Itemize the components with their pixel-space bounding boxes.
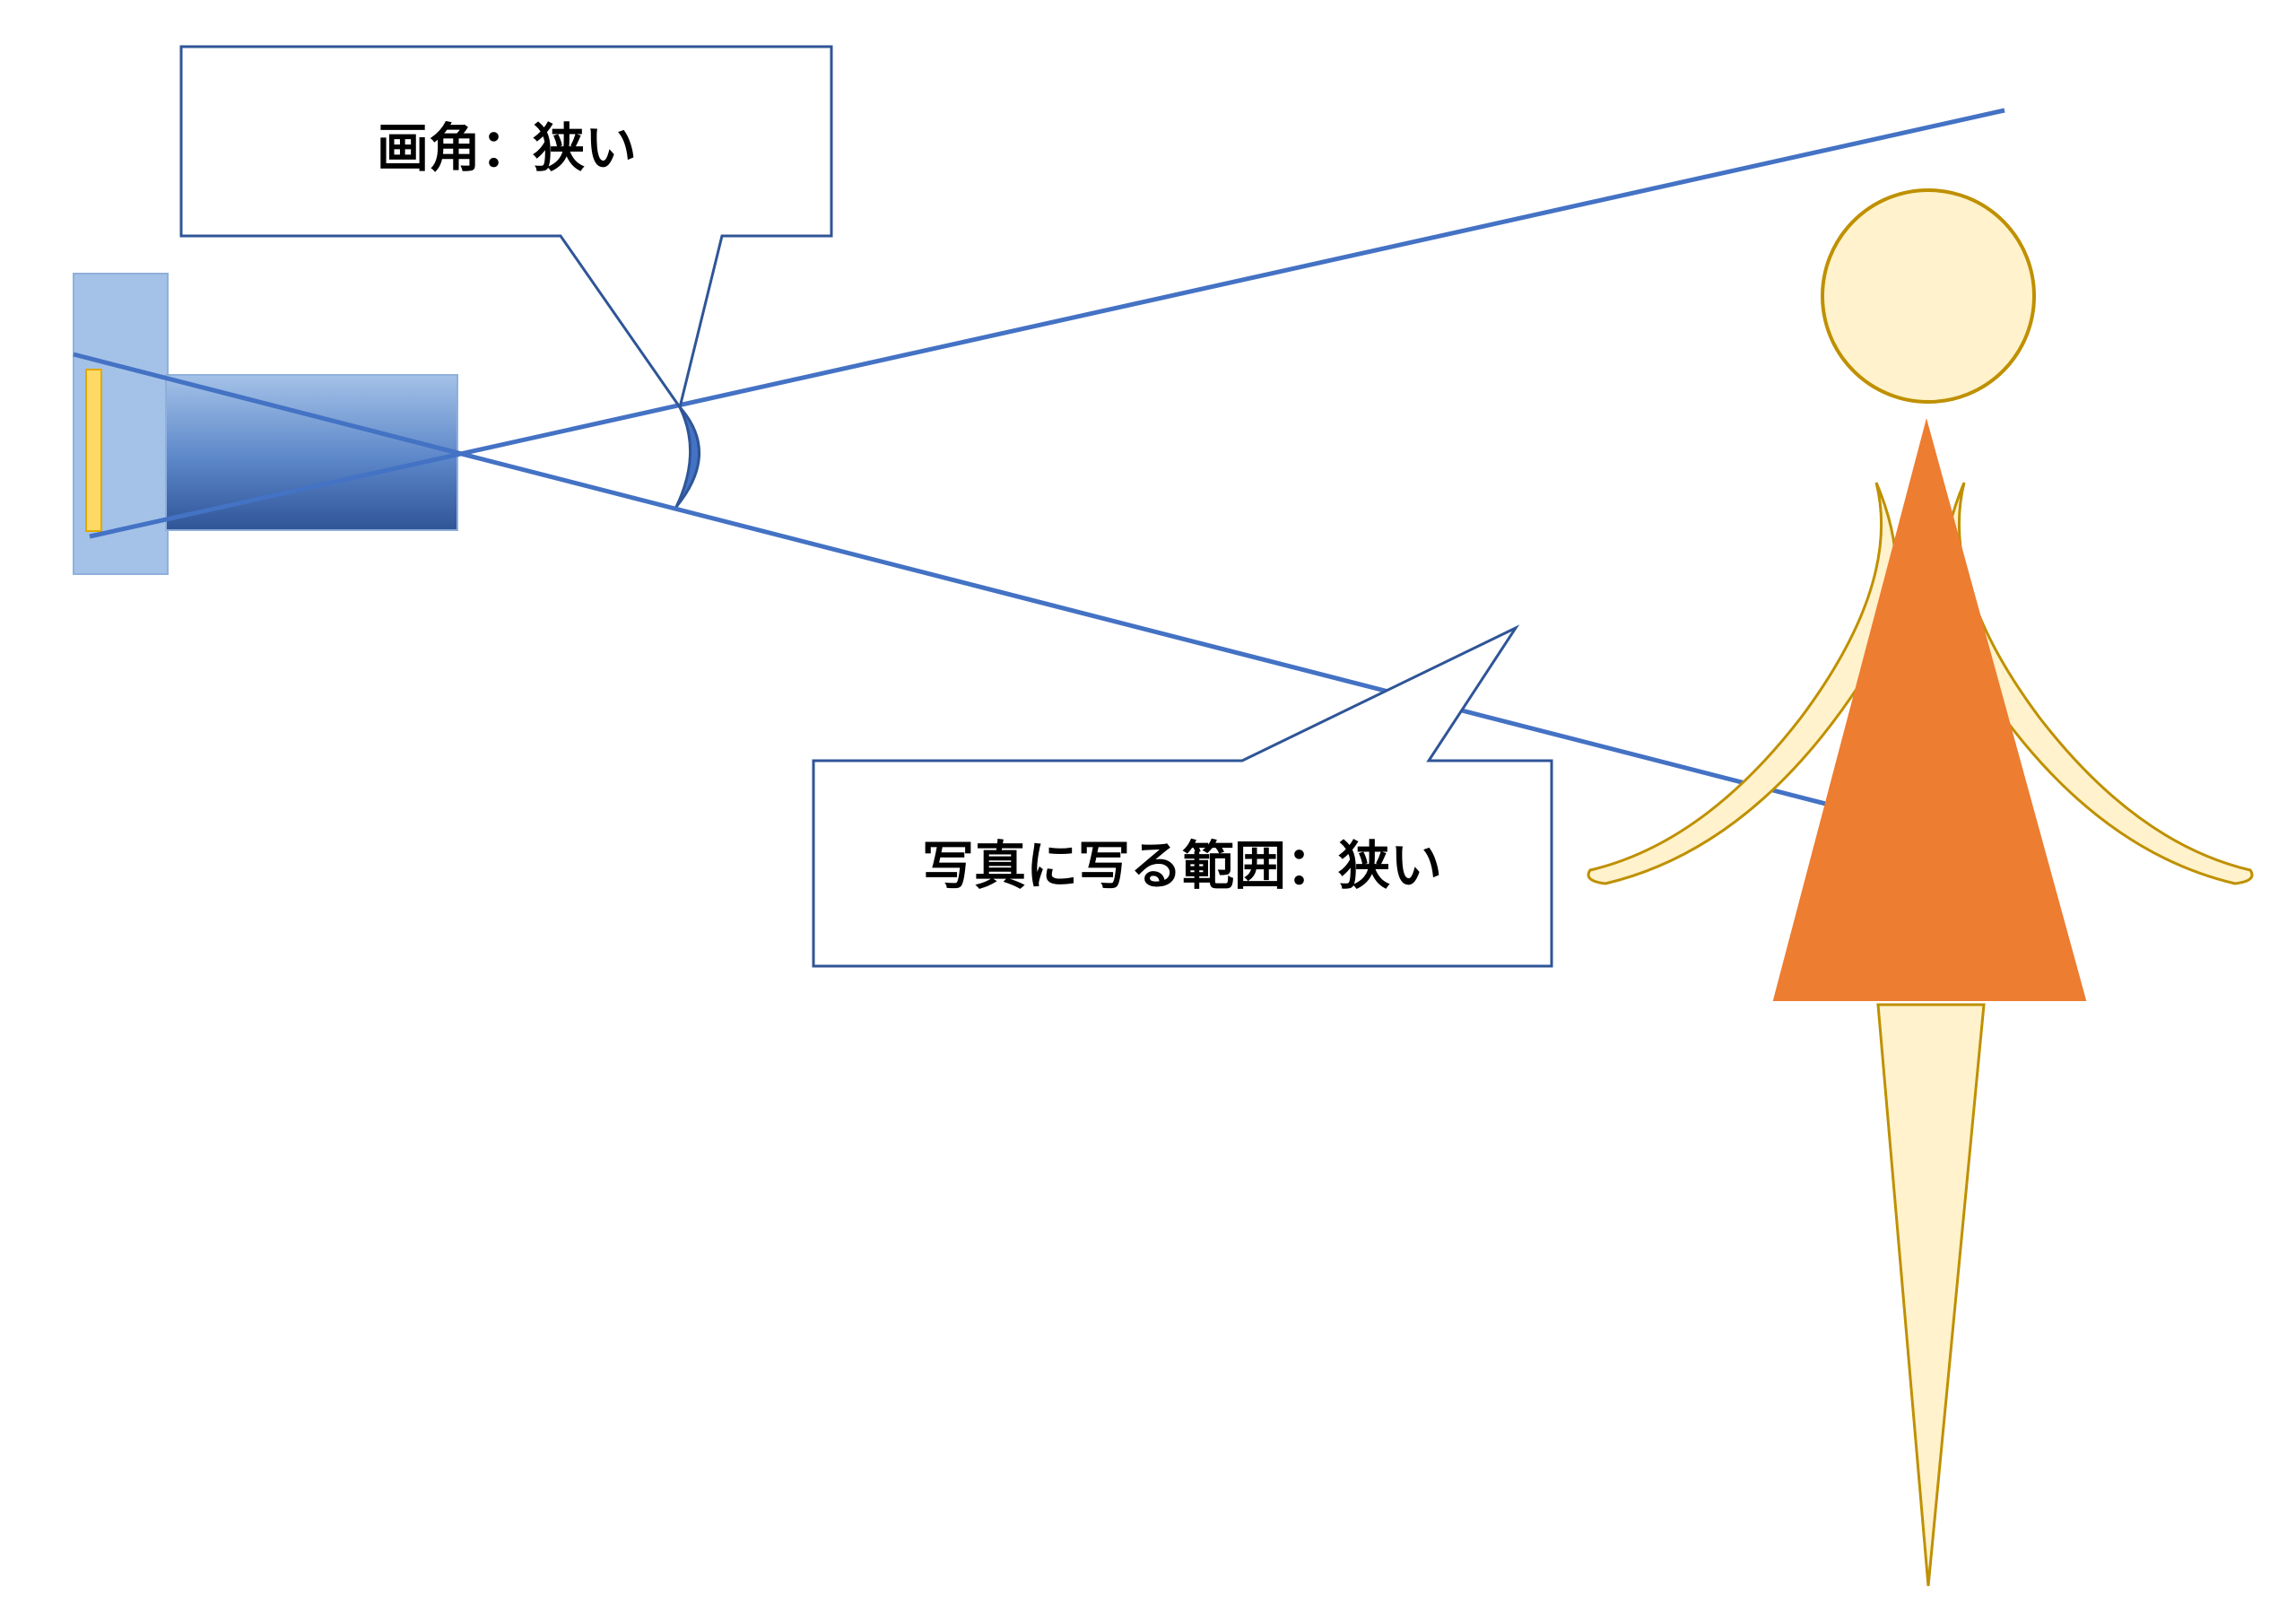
range-callout-text: 写真に写る範囲：狭い	[922, 835, 1442, 896]
camera	[73, 273, 458, 575]
range-callout-box	[812, 624, 1553, 968]
fov-lower-line	[73, 352, 1980, 846]
camera-lens	[165, 374, 458, 531]
angle-callout-text: 画角：狭い	[377, 118, 637, 179]
fov-upper-line	[89, 108, 2005, 539]
field-of-view-lines	[73, 108, 2005, 846]
angle-callout-box	[179, 45, 833, 411]
range-callout: 写真に写る範囲：狭い	[812, 624, 1553, 968]
person-head	[1821, 188, 2036, 404]
angle-callout: 画角：狭い	[179, 45, 833, 411]
camera-sensor	[85, 369, 102, 532]
person-leg	[1876, 1003, 1986, 1587]
person-figure	[1587, 188, 2254, 1587]
person-dress	[1772, 418, 2087, 1001]
angle-arc	[674, 406, 700, 508]
